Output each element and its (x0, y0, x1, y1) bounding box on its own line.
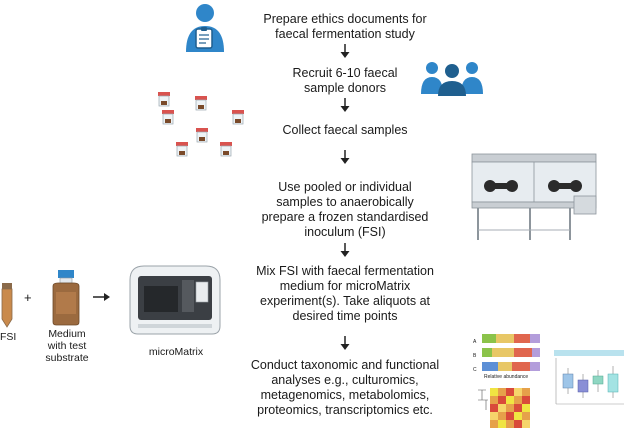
step-1-line-2: faecal fermentation study (275, 27, 415, 41)
fsi-label: FSI (0, 331, 17, 343)
step-3-line-1: Collect faecal samples (282, 123, 408, 137)
plus-sign: + (24, 290, 32, 305)
stacked-bar-thumbnail (482, 334, 540, 371)
step-5-line-4: desired time points (292, 309, 398, 323)
step-4-line-4: inoculum (FSI) (304, 225, 386, 239)
step-4-line-1: Use pooled or individual (278, 180, 412, 194)
step-2-line-2: sample donors (304, 81, 386, 95)
group-of-people-icon (421, 62, 483, 96)
step-4-line-2: samples to anaerobically (276, 195, 414, 209)
medium-label-line1: Medium (48, 328, 86, 340)
down-arrow-icon (340, 44, 350, 58)
step-prepare-ethics: Prepare ethics documents for faecal ferm… (220, 12, 470, 42)
sample-tubes-icon (158, 92, 245, 157)
anaerobic-chamber-icon (471, 153, 597, 240)
heatmap-row-c: C (473, 367, 477, 373)
heatmap-thumbnail (478, 388, 530, 428)
medium-label-line3: substrate (45, 352, 89, 364)
step-6-line-2: analyses e.g., culturomics, (271, 373, 419, 387)
step-collect-samples: Collect faecal samples (220, 123, 470, 138)
step-5-line-2: medium for microMatrix (279, 279, 411, 293)
step-mix-fsi: Mix FSI with faecal fermentation medium … (220, 264, 470, 324)
medium-bottle-icon (52, 270, 80, 326)
heatmap-row-b: B (473, 353, 477, 359)
micromatrix-device-icon (129, 265, 221, 335)
step-prepare-inoculum: Use pooled or individual samples to anae… (220, 180, 470, 240)
micromatrix-label: microMatrix (148, 346, 204, 358)
step-conduct-analyses: Conduct taxonomic and functional analyse… (220, 358, 470, 418)
down-arrow-icon (340, 98, 350, 112)
step-4-line-3: prepare a frozen standardised (261, 210, 429, 224)
down-arrow-icon (340, 150, 350, 164)
right-arrow-icon (93, 293, 110, 301)
medium-label-line2: with test (47, 340, 87, 352)
step-5-line-3: experiment(s). Take aliquots at (260, 294, 430, 308)
boxplot-thumbnail (554, 350, 624, 405)
step-6-line-1: Conduct taxonomic and functional (250, 358, 440, 372)
analysis-charts-icon: A B C Relative abundance (472, 330, 626, 443)
heatmap-row-a: A (473, 339, 477, 345)
step-5-line-1: Mix FSI with faecal fermentation (256, 264, 434, 278)
step-recruit-donors: Recruit 6-10 faecal sample donors (220, 66, 470, 96)
fsi-tube-icon (1, 283, 13, 328)
step-6-line-4: proteomics, transcriptomics etc. (257, 403, 433, 417)
person-with-clipboard-icon (186, 4, 224, 52)
down-arrow-icon (340, 243, 350, 257)
step-2-line-1: Recruit 6-10 faecal (292, 66, 398, 80)
step-1-line-1: Prepare ethics documents for (263, 12, 427, 26)
down-arrow-icon (340, 336, 350, 350)
relative-abundance-label: Relative abundance (484, 374, 529, 380)
step-6-line-3: metagenomics, metabolomics, (260, 388, 430, 402)
medium-label: Medium with test substrate (38, 328, 96, 364)
